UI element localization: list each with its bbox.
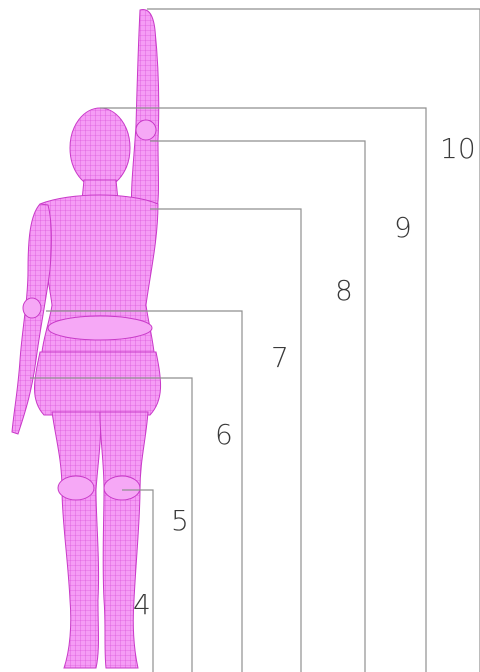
label-6: 6 [215,418,233,451]
hips [35,352,161,415]
left-knee [58,476,94,500]
raised-arm [131,10,158,214]
label-5: 5 [171,504,189,537]
right-knee [104,476,140,500]
right-leg [100,412,148,668]
label-10: 10 [440,132,476,165]
bracket-8 [150,141,365,672]
label-4: 4 [133,588,151,621]
label-7: 7 [271,341,289,374]
label-8: 8 [335,274,353,307]
left-elbow [23,298,41,318]
label-9: 9 [394,211,412,244]
left-leg [52,412,101,668]
right-elbow [136,120,156,140]
waist-band [48,316,152,340]
head [70,108,130,188]
